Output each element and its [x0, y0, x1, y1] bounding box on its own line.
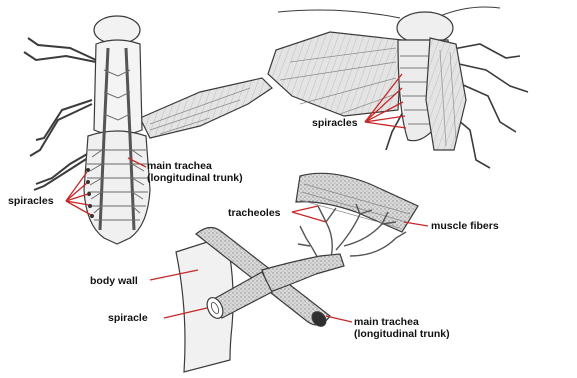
roach-antennae: [278, 7, 500, 18]
label-tracheoles: tracheoles: [228, 207, 281, 219]
label-spiracle: spiracle: [108, 312, 148, 324]
roach-pronotum: [397, 12, 453, 44]
label-roach-spiracles: spiracles: [312, 117, 358, 129]
roach-right-wing: [426, 38, 466, 150]
label-fly-spiracles: spiracles: [8, 195, 54, 207]
label-trunk-main-trachea: main trachea (longitudinal trunk): [354, 316, 450, 340]
roach-left-wing: [268, 32, 402, 116]
cockroach-illustration: [268, 7, 528, 168]
fly-wing: [140, 78, 272, 138]
muscle-fibers-block: [296, 173, 418, 232]
label-trunk-main-trachea-line1: main trachea: [354, 316, 450, 328]
label-muscle-fibers: muscle fibers: [431, 220, 499, 232]
fly-thorax: [94, 40, 142, 135]
label-fly-main-trachea-line1: main trachea: [147, 160, 243, 172]
fly-abdomen: [84, 131, 150, 244]
label-body-wall: body wall: [90, 275, 138, 287]
leader-trunk-main-trachea: [326, 316, 352, 322]
label-fly-main-trachea: main trachea (longitudinal trunk): [147, 160, 243, 184]
trachea-detail-illustration: [176, 173, 418, 372]
label-fly-main-trachea-line2: (longitudinal trunk): [147, 172, 243, 184]
label-trunk-main-trachea-line2: (longitudinal trunk): [354, 328, 450, 340]
leader-tracheoles: [292, 206, 326, 222]
